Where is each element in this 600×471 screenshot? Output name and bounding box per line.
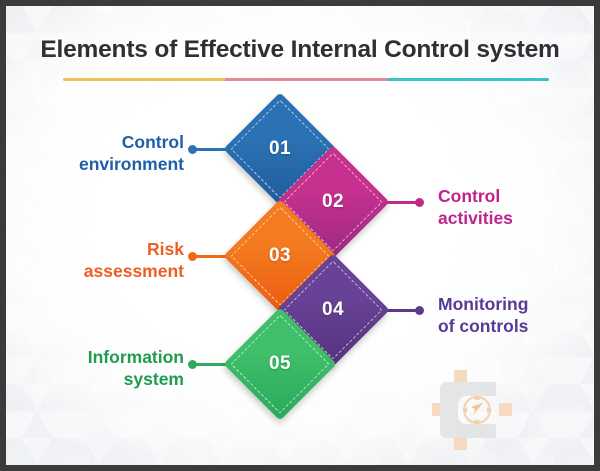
- page-title: Elements of Effective Internal Control s…: [40, 36, 560, 63]
- connector-dot-05: [188, 359, 197, 369]
- hexagon-tile: [0, 294, 4, 358]
- underline-segment-2: [225, 78, 387, 81]
- connector-dot-01: [188, 144, 197, 154]
- diamond-diagram: 01 Control environment 02 Control activitie…: [6, 6, 594, 465]
- connector-dot-02: [415, 197, 424, 207]
- connector-dot-03: [188, 251, 197, 261]
- diamond-number: 03: [268, 244, 292, 266]
- diamond-number: 01: [268, 137, 292, 159]
- step-label-01: Control environment: [78, 132, 184, 174]
- underline-segment-3: [387, 78, 549, 81]
- underline-segment-1: [63, 78, 225, 81]
- diamond-number: 05: [268, 352, 292, 374]
- diamond-number: 02: [321, 190, 345, 212]
- hexagon-tile: [0, 390, 4, 454]
- step-label-04: Monitoring of controls: [438, 294, 529, 336]
- hexagon-tile: [0, 198, 4, 262]
- hexagon-tile: [0, 102, 4, 166]
- step-label-02: Control activities: [438, 186, 513, 228]
- step-label-05: Information system: [87, 347, 184, 389]
- title-underline: [63, 78, 549, 81]
- connector-dot-04: [415, 305, 424, 315]
- step-label-03: Risk assessment: [83, 239, 184, 281]
- diamond-number: 04: [321, 298, 345, 320]
